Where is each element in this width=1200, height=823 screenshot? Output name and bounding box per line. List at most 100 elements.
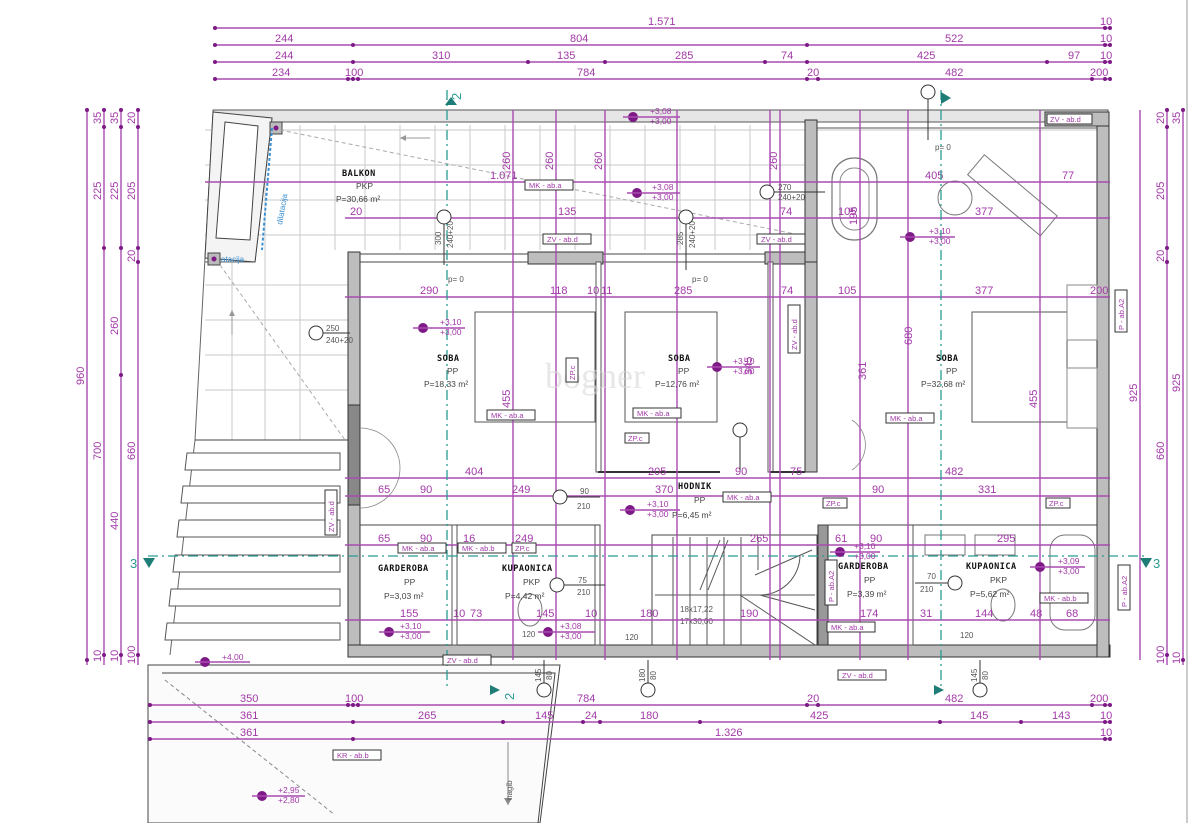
svg-text:804: 804 — [570, 33, 588, 45]
svg-text:100: 100 — [345, 693, 363, 705]
room-name-soba-1: SOBA — [437, 354, 459, 364]
svg-text:120: 120 — [522, 630, 536, 639]
opening-markers: 250 240+20 300 240+20 285 240+20 270 240… — [308, 84, 990, 698]
svg-text:240+20: 240+20 — [778, 193, 805, 202]
svg-text:260: 260 — [109, 317, 121, 335]
section-3-left: 3 — [130, 556, 137, 571]
svg-text:PKP: PKP — [990, 575, 1007, 585]
svg-text:180: 180 — [640, 710, 658, 722]
svg-text:144: 144 — [975, 608, 993, 620]
svg-text:404: 404 — [465, 466, 483, 478]
svg-text:65: 65 — [378, 484, 390, 496]
svg-text:425: 425 — [810, 710, 828, 722]
svg-text:285: 285 — [676, 231, 685, 245]
svg-text:+3,09: +3,09 — [1058, 556, 1080, 566]
svg-text:925: 925 — [1171, 374, 1183, 392]
svg-text:240+20: 240+20 — [446, 221, 455, 248]
svg-text:660: 660 — [126, 442, 138, 460]
svg-text:225: 225 — [109, 182, 121, 200]
room-name-kupaonica-1: KUPAONICA — [502, 564, 553, 574]
svg-text:16: 16 — [463, 533, 475, 545]
svg-text:ZV - ab.d: ZV - ab.d — [790, 319, 799, 350]
svg-text:174: 174 — [860, 608, 878, 620]
svg-text:260: 260 — [544, 152, 556, 170]
svg-text:ZV - ab.d: ZV - ab.d — [1050, 115, 1081, 124]
svg-text:361: 361 — [857, 362, 869, 380]
svg-text:ZP.c: ZP.c — [515, 544, 530, 553]
svg-text:145: 145 — [534, 668, 543, 682]
svg-text:68: 68 — [1066, 608, 1078, 620]
svg-text:205: 205 — [648, 466, 666, 478]
svg-text:135: 135 — [557, 50, 575, 62]
dim-total-width: 1.571 — [648, 16, 676, 28]
svg-text:74: 74 — [781, 285, 793, 297]
svg-text:17x30,00: 17x30,00 — [680, 617, 713, 626]
svg-text:20: 20 — [126, 250, 138, 262]
room-name-kupaonica-2: KUPAONICA — [966, 562, 1017, 572]
svg-text:680: 680 — [903, 327, 915, 345]
svg-text:ZP.c: ZP.c — [826, 499, 841, 508]
svg-text:234: 234 — [272, 67, 290, 79]
room-name-garderoba-1: GARDEROBA — [378, 564, 429, 574]
svg-text:ZV - ab.d: ZV - ab.d — [842, 671, 873, 680]
svg-text:+2,80: +2,80 — [278, 795, 300, 805]
svg-text:1.071: 1.071 — [490, 170, 518, 182]
svg-text:260: 260 — [593, 152, 605, 170]
svg-text:PKP: PKP — [356, 181, 373, 191]
svg-text:ZP.c: ZP.c — [628, 434, 643, 443]
svg-text:77: 77 — [1062, 170, 1074, 182]
svg-text:90: 90 — [580, 487, 589, 496]
svg-text:P=5,62 m²: P=5,62 m² — [970, 589, 1010, 599]
svg-text:200: 200 — [1090, 285, 1108, 297]
svg-text:P=12,76 m²: P=12,76 m² — [655, 379, 699, 389]
svg-text:180: 180 — [640, 608, 658, 620]
svg-text:120: 120 — [625, 633, 639, 642]
svg-text:522: 522 — [945, 33, 963, 45]
svg-text:+3,10: +3,10 — [647, 499, 669, 509]
svg-text:10: 10 — [585, 608, 597, 620]
svg-text:+2,95: +2,95 — [278, 785, 300, 795]
svg-text:20: 20 — [350, 206, 362, 218]
furniture: 18x17,22 17x30,00 — [359, 154, 1098, 646]
svg-text:35: 35 — [92, 112, 104, 124]
svg-text:361: 361 — [240, 727, 258, 739]
svg-text:65: 65 — [378, 533, 390, 545]
svg-text:145: 145 — [535, 710, 553, 722]
svg-text:105: 105 — [838, 206, 856, 218]
svg-text:PP: PP — [864, 575, 876, 585]
svg-text:265: 265 — [750, 533, 768, 545]
svg-text:MK - ab.a: MK - ab.a — [491, 411, 524, 420]
svg-text:+3,00: +3,00 — [650, 116, 672, 126]
svg-text:dilatacija: dilatacija — [275, 193, 289, 226]
svg-text:+3,00: +3,00 — [1058, 566, 1080, 576]
svg-text:300: 300 — [434, 231, 443, 245]
svg-text:35: 35 — [1171, 112, 1183, 124]
svg-text:100: 100 — [1155, 646, 1167, 664]
svg-text:bogner: bogner — [545, 356, 645, 396]
element-tags: MK - ab.a ZV - ab.d ZV - ab.d ZV - ab.d … — [324, 113, 1131, 761]
svg-text:KR - ab.b: KR - ab.b — [337, 751, 369, 760]
svg-text:10: 10 — [1100, 50, 1112, 62]
svg-text:10: 10 — [1171, 652, 1183, 664]
svg-text:10: 10 — [109, 650, 121, 662]
svg-text:960: 960 — [75, 367, 87, 385]
svg-text:+3,00: +3,00 — [440, 327, 462, 337]
svg-text:260: 260 — [768, 152, 780, 170]
svg-text:244: 244 — [275, 33, 293, 45]
svg-text:80: 80 — [649, 671, 658, 680]
room-name-garderoba-2: GARDEROBA — [838, 562, 889, 572]
svg-text:97: 97 — [1068, 50, 1080, 62]
level-marker-icon — [623, 112, 680, 122]
svg-text:31: 31 — [920, 608, 932, 620]
svg-text:784: 784 — [577, 693, 595, 705]
svg-text:48: 48 — [1030, 608, 1042, 620]
svg-text:P=3,03 m²: P=3,03 m² — [384, 591, 424, 601]
svg-text:345: 345 — [743, 357, 755, 375]
svg-text:331: 331 — [978, 484, 996, 496]
svg-text:145: 145 — [970, 710, 988, 722]
svg-text:265: 265 — [418, 710, 436, 722]
svg-text:285: 285 — [674, 285, 692, 297]
svg-text:10: 10 — [1100, 727, 1112, 739]
svg-text:75: 75 — [578, 576, 587, 585]
svg-text:P=32,68 m²: P=32,68 m² — [921, 379, 965, 389]
